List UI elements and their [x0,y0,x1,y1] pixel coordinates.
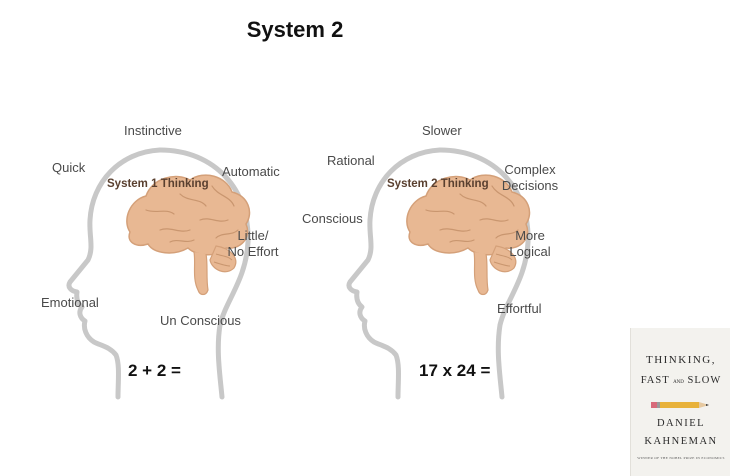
book-title-fast: FAST [640,375,670,386]
system2-brain-label: System 2 Thinking [387,178,489,190]
book-title-line1: THINKING, [645,354,716,366]
label-quick: Quick [52,160,86,175]
book-author-line2: KAHNEMAN [644,436,718,447]
label-logical-line2: Logical [509,244,551,259]
label-automatic: Automatic [222,164,280,179]
label-complex-decisions: Complex Decisions [499,162,561,194]
label-logical-line1: More [515,228,545,243]
slide-title: System 2 [246,17,344,42]
label-effortful: Effortful [497,301,542,316]
label-complex-line1: Complex [504,162,556,177]
system2-equation: 17 x 24 = [419,361,491,380]
book-author-line1: DANIEL [656,418,706,429]
label-unconscious: Un Conscious [160,313,241,328]
label-instinctive: Instinctive [124,123,182,138]
label-complex-line2: Decisions [501,178,559,193]
label-little-effort-line2: No Effort [227,244,279,259]
label-more-logical: More Logical [504,228,556,260]
label-conscious: Conscious [302,211,363,226]
book-cover: THINKING, FAST AND SLOW DANIEL KAHNEMAN … [630,328,730,476]
book-tagline: WINNER OF THE NOBEL PRIZE IN ECONOMICS [637,456,725,460]
book-title-slow: SLOW [687,375,722,386]
label-slower: Slower [422,123,462,138]
book-title-and: AND [673,380,684,385]
book-title-line2: FAST AND SLOW [631,375,730,386]
label-little-effort-line1: Little/ [237,228,269,243]
label-little-effort: Little/ No Effort [222,228,284,260]
label-emotional: Emotional [41,295,99,310]
system1-brain-label: System 1 Thinking [107,178,209,190]
label-rational: Rational [327,153,375,168]
pencil-icon [651,402,709,408]
system1-equation: 2 + 2 = [128,361,181,380]
